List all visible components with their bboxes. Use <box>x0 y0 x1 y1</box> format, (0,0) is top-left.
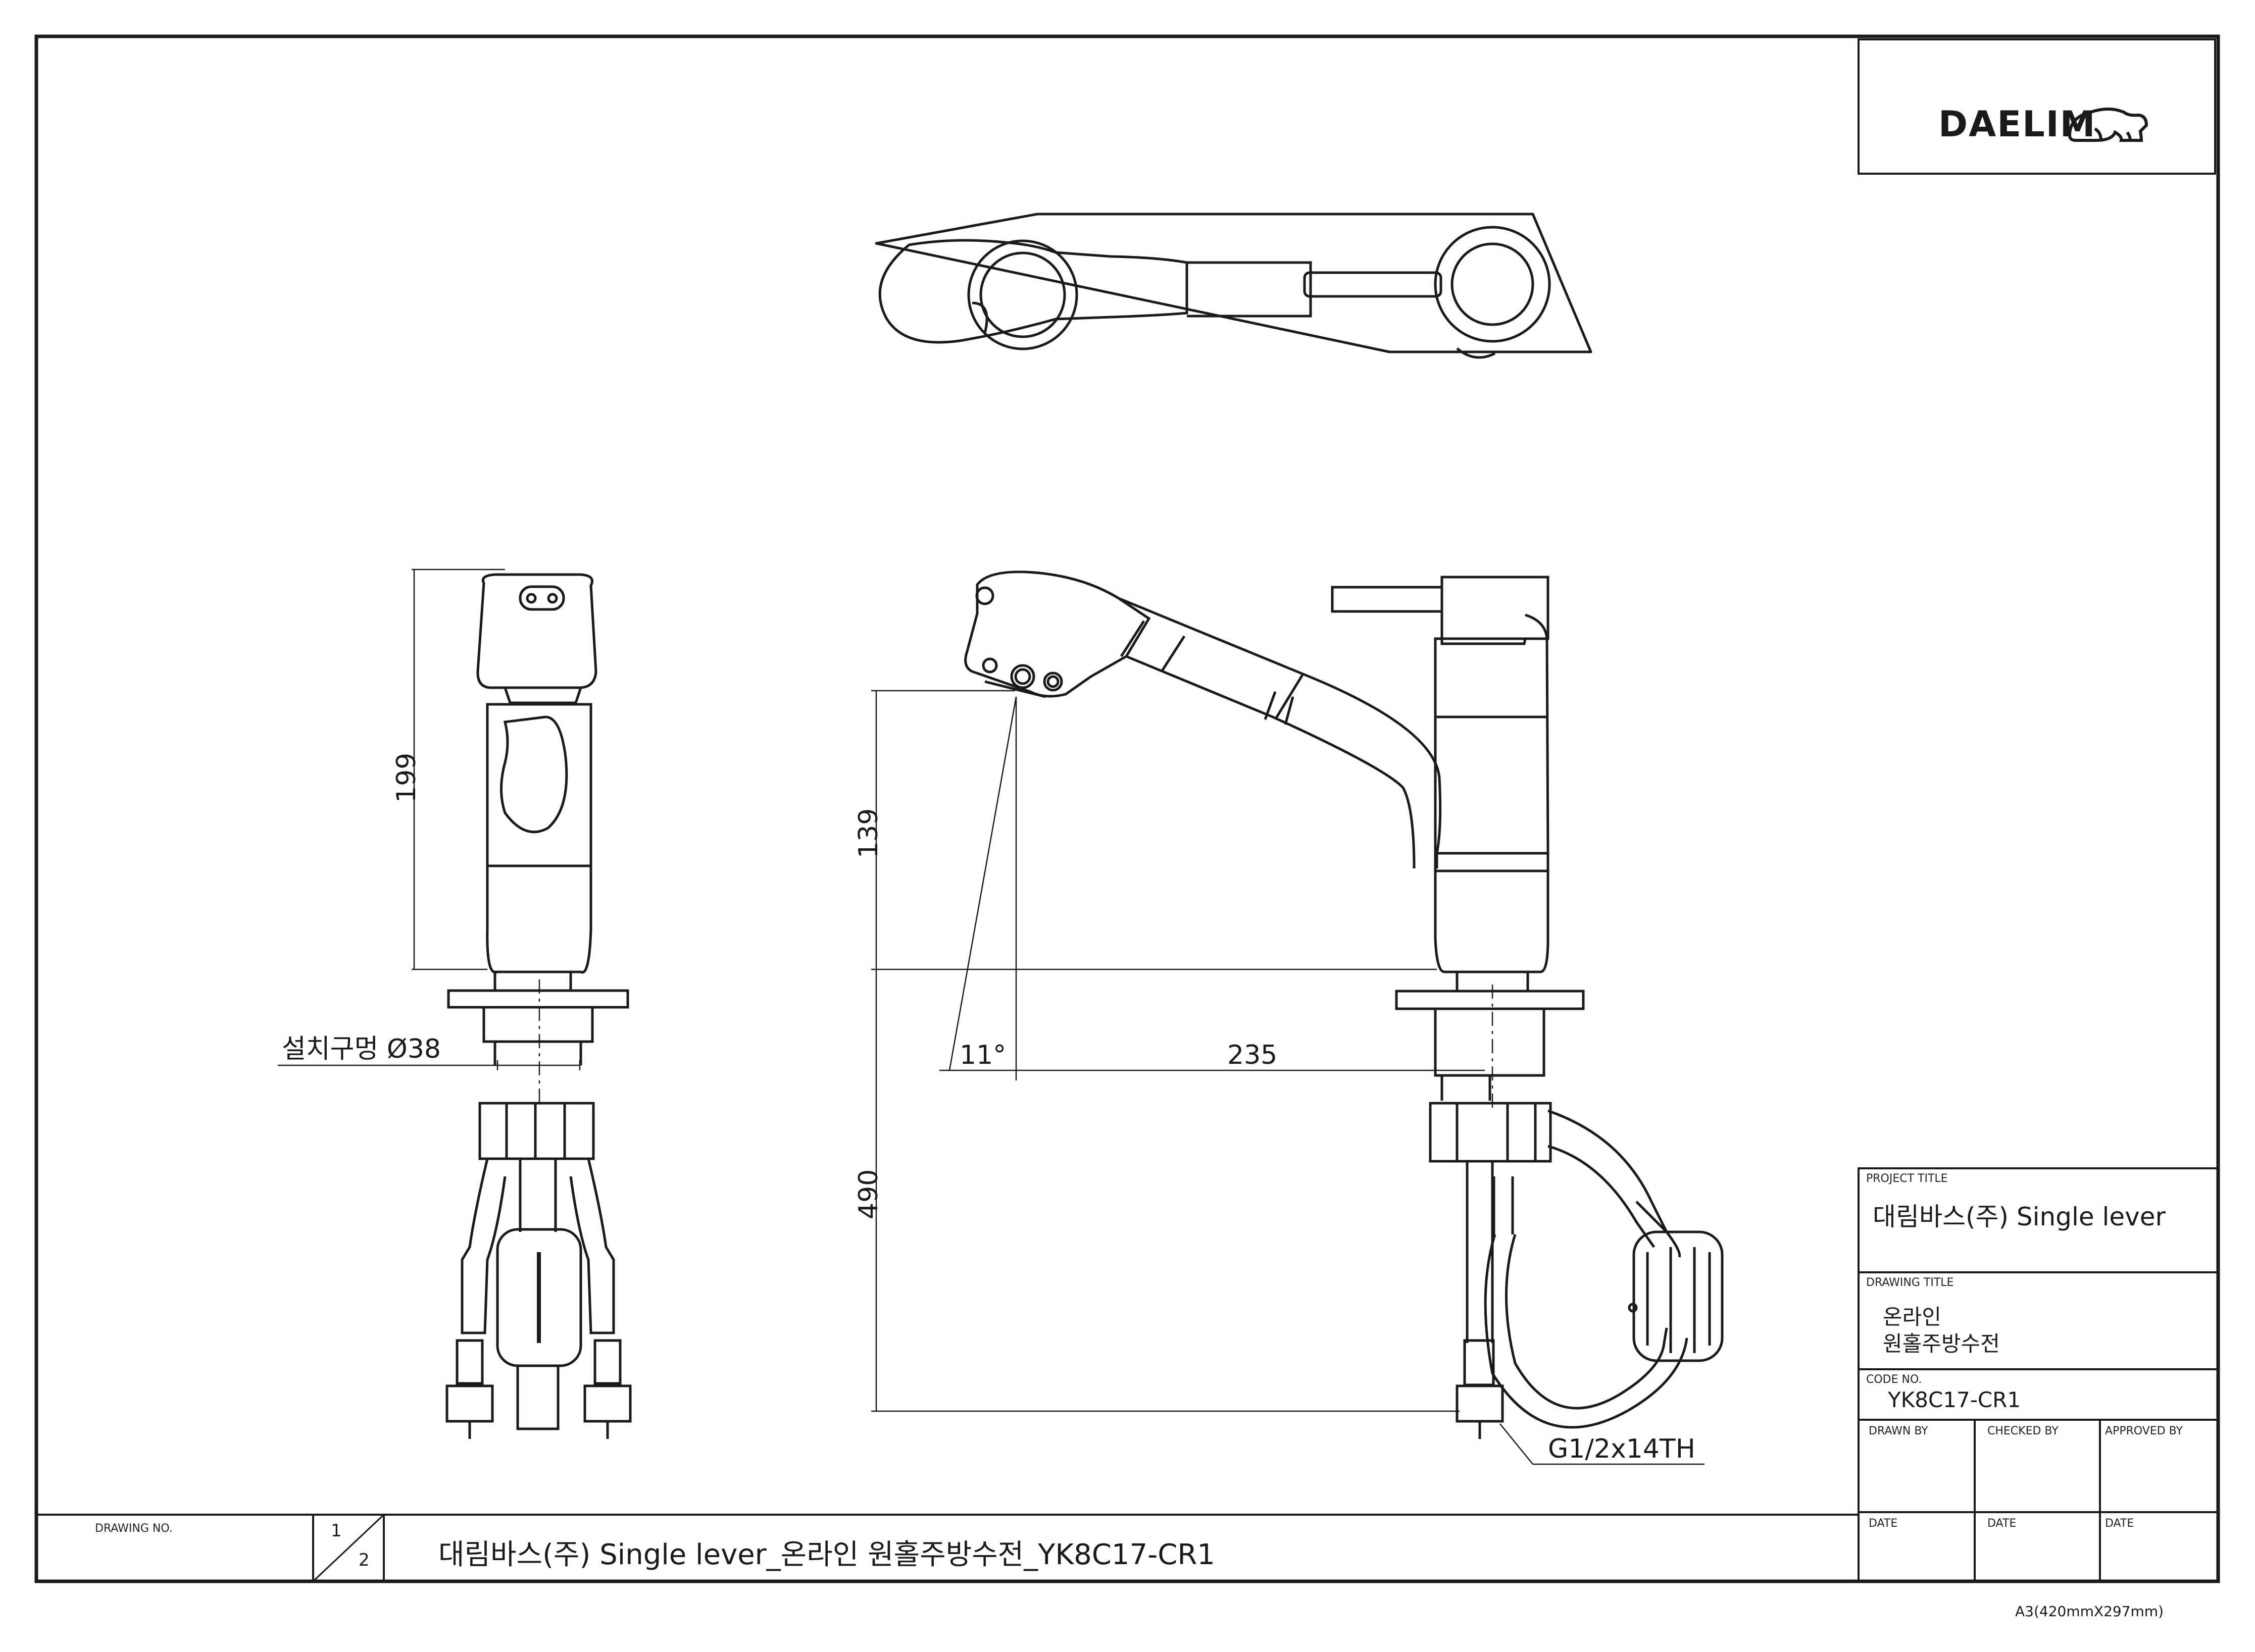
drawing-frame <box>34 34 2220 1583</box>
paper-size-note: A3(420mmX297mm) <box>2015 1603 2164 1620</box>
dimension-thread: G1/2x14TH <box>1548 1434 1695 1464</box>
side-view <box>964 571 1724 1439</box>
code-no: YK8C17-CR1 <box>1888 1387 2021 1412</box>
drawing-no-label: DRAWING NO. <box>95 1522 173 1535</box>
sheet-total: 2 <box>359 1550 370 1570</box>
checked-by-label: CHECKED BY <box>1987 1425 2059 1437</box>
drawn-by-label: DRAWN BY <box>1869 1425 1928 1437</box>
drawing-title-line2: 원홀주방수전 <box>1883 1331 2000 1356</box>
dimension-install-hole: 설치구멍 Ø38 <box>282 1034 441 1064</box>
dimension-angle: 11° <box>960 1040 1007 1070</box>
dimension-spout-reach: 235 <box>1227 1040 1278 1070</box>
logo-text: DAELIM <box>1938 104 2096 145</box>
approved-by-label: APPROVED BY <box>2105 1425 2183 1437</box>
sheet-number: 1 <box>331 1521 342 1541</box>
drawing-title-label: DRAWING TITLE <box>1866 1276 1954 1289</box>
dimension-spout-height: 139 <box>854 808 884 858</box>
project-title: 대림바스(주) Single lever <box>1873 1202 2166 1231</box>
code-no-label: CODE NO. <box>1866 1373 1922 1386</box>
date-label-drawn: DATE <box>1869 1517 1898 1530</box>
drawing-title-line1: 온라인 <box>1883 1305 1941 1329</box>
top-view <box>875 213 1592 359</box>
dimension-front-height: 199 <box>391 752 422 803</box>
bottom-full-title: 대림바스(주) Single lever_온라인 원홀주방수전_YK8C17-C… <box>438 1538 1215 1571</box>
dimension-body-height: 490 <box>854 1169 884 1219</box>
front-dimension-lines <box>278 569 581 1070</box>
date-label-approved: DATE <box>2105 1517 2134 1530</box>
front-view <box>445 573 632 1439</box>
project-title-label: PROJECT TITLE <box>1866 1172 1948 1185</box>
title-block <box>1858 1167 2219 1582</box>
polar-bear-logo-icon <box>2068 108 2148 142</box>
logo-box <box>1858 38 2216 175</box>
side-dimension-lines <box>871 690 1705 1465</box>
date-label-checked: DATE <box>1987 1517 2017 1530</box>
